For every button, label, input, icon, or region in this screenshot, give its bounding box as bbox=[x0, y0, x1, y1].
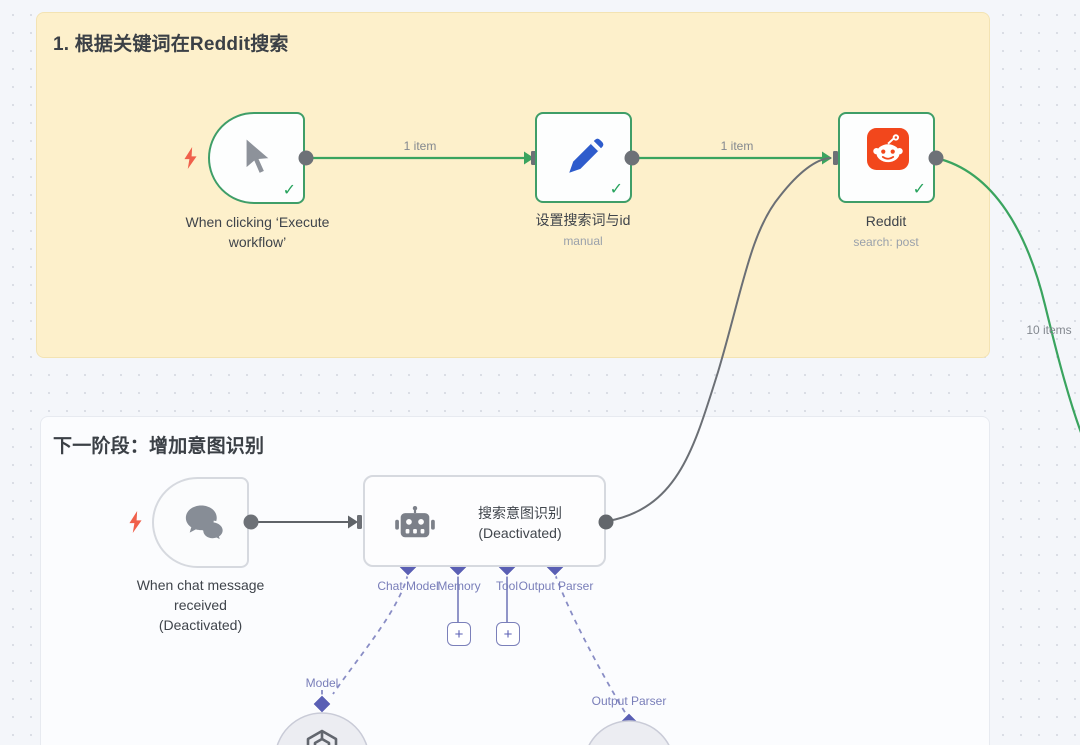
node-deactivated-label: (Deactivated) bbox=[158, 617, 243, 633]
node-reddit[interactable]: ✓ bbox=[838, 112, 935, 203]
pencil-icon bbox=[569, 138, 604, 173]
robot-icon bbox=[395, 505, 435, 538]
output-port-agent[interactable] bbox=[598, 514, 614, 530]
lightning-icon bbox=[184, 147, 197, 169]
connection-items-label: 1 item bbox=[720, 139, 754, 153]
port-label-output-parser: Output Parser bbox=[518, 579, 594, 593]
connection-items-label: 1 item bbox=[403, 139, 437, 153]
node-subtitle: manual bbox=[563, 234, 603, 248]
node-search-intent-agent[interactable]: 搜索意图识别 (Deactivated) bbox=[363, 475, 606, 567]
node-set-search-terms[interactable]: ✓ bbox=[535, 112, 632, 203]
output-port-reddit[interactable] bbox=[928, 150, 944, 166]
node-subtitle: search: post bbox=[853, 235, 919, 249]
sticky-note-title: 下一阶段：增加意图识别 bbox=[53, 436, 265, 457]
chat-icon bbox=[185, 505, 225, 543]
node-label: When clicking ‘Execute workflow’ bbox=[185, 214, 330, 250]
add-tool-button[interactable]: + bbox=[496, 622, 520, 646]
plus-icon: + bbox=[503, 625, 513, 643]
output-parser-node-label: Output Parser bbox=[591, 694, 667, 708]
agent-title: 搜索意图识别 bbox=[478, 505, 562, 521]
add-memory-button[interactable]: + bbox=[447, 622, 471, 646]
port-label-memory: Memory bbox=[437, 579, 481, 593]
node-label: When chat message received bbox=[136, 577, 265, 613]
node-label: 设置搜索词与id bbox=[535, 212, 631, 228]
lightning-icon bbox=[129, 511, 142, 533]
reddit-icon bbox=[867, 128, 909, 170]
cursor-icon bbox=[245, 138, 272, 175]
sticky-note-next-stage[interactable]: 下一阶段：增加意图识别 bbox=[40, 416, 990, 745]
node-manual-trigger[interactable]: ✓ bbox=[208, 112, 305, 204]
success-check-icon: ✓ bbox=[282, 182, 296, 199]
output-port-chat[interactable] bbox=[243, 514, 259, 530]
model-node-label: Model bbox=[305, 676, 339, 690]
node-chat-trigger[interactable] bbox=[152, 477, 249, 568]
success-check-icon: ✓ bbox=[609, 181, 623, 198]
node-label: Reddit bbox=[865, 213, 907, 229]
success-check-icon: ✓ bbox=[912, 181, 926, 198]
sticky-note-title: 1. 根据关键词在Reddit搜索 bbox=[53, 34, 289, 55]
connection-items-label: 10 items bbox=[1026, 323, 1072, 337]
output-port-set[interactable] bbox=[624, 150, 640, 166]
agent-deactivated-label: (Deactivated) bbox=[478, 525, 562, 541]
plus-icon: + bbox=[454, 625, 464, 643]
output-port-trigger[interactable] bbox=[298, 150, 314, 166]
